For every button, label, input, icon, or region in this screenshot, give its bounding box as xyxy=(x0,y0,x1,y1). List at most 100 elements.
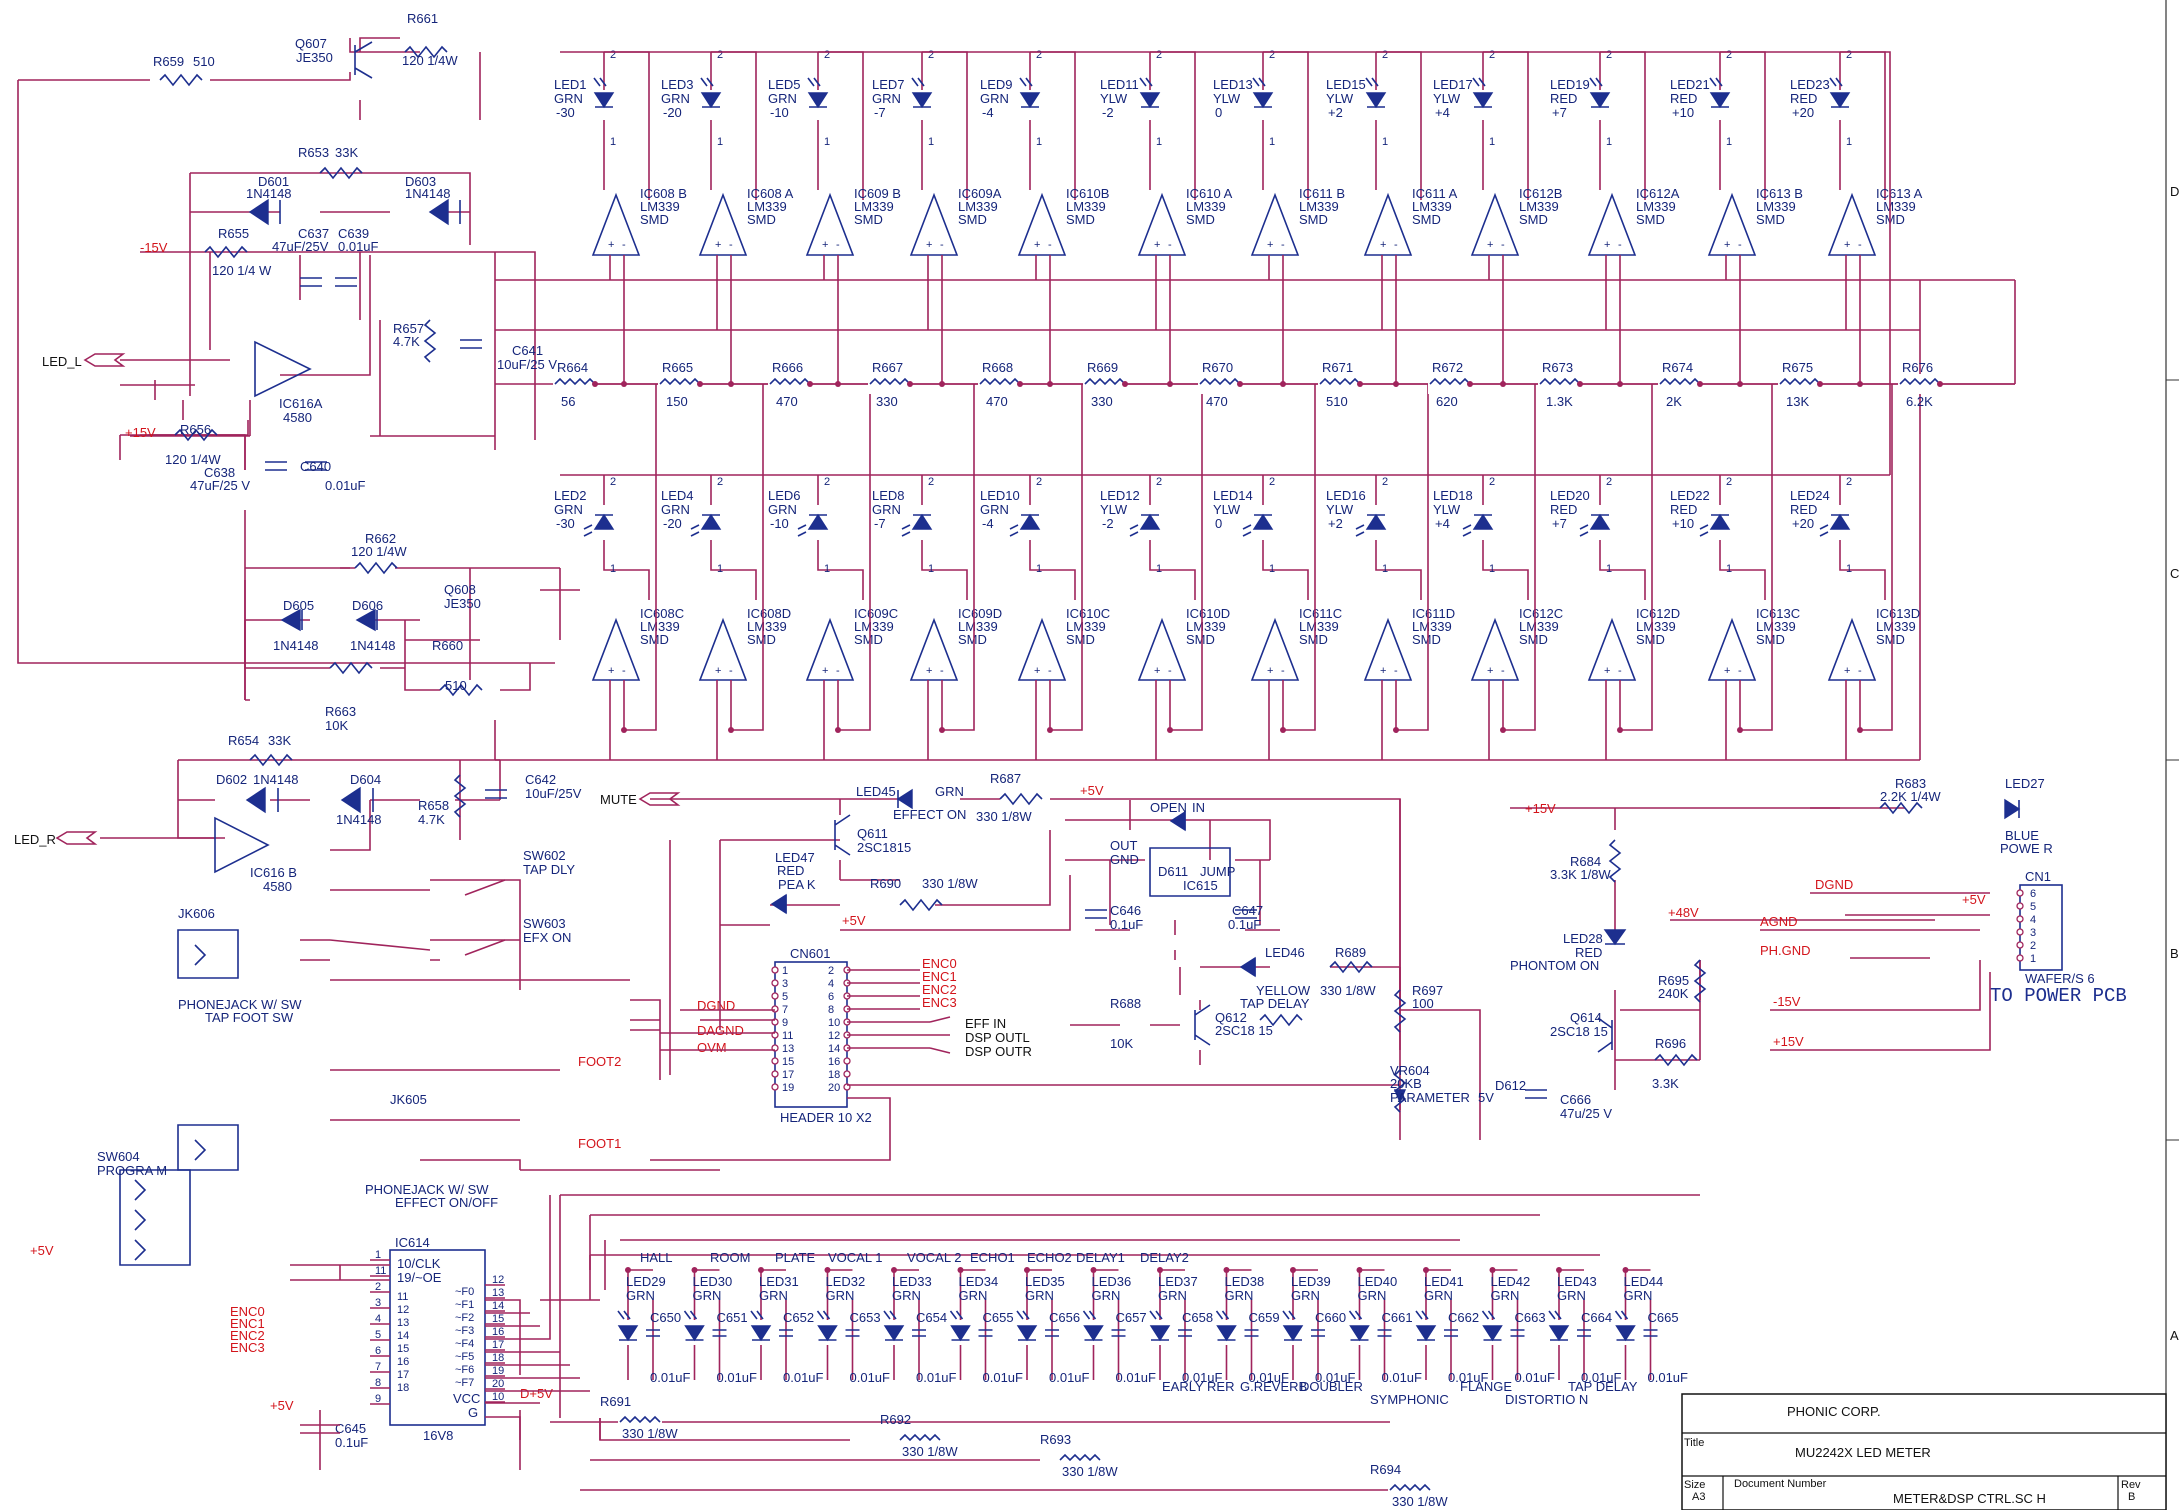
d606-value: 1N4148 xyxy=(350,638,396,653)
effect-top-1: ROOM xyxy=(710,1250,750,1265)
top-comp-leads-5 xyxy=(1155,255,1171,384)
top-comp-plus-1: + xyxy=(715,239,721,251)
dsp-led-name-14: LED43 xyxy=(1557,1274,1597,1289)
top-led-pin1-8: 1 xyxy=(1489,136,1495,148)
top-led-6-rays xyxy=(1252,77,1266,87)
bot-comp-7 xyxy=(1363,617,1413,681)
top-led-name-1: LED3 xyxy=(661,77,694,92)
bot-comp-name-9: IC612D xyxy=(1636,606,1680,621)
cn1-pin-dot-1 xyxy=(2016,902,2024,910)
cn1-pin-2: 4 xyxy=(2030,914,2036,926)
c640-value: 0.01uF xyxy=(325,478,366,493)
top-led-8 xyxy=(1472,92,1494,109)
bot-led-level-8: +4 xyxy=(1435,516,1450,531)
top-comp-minus-0: - xyxy=(622,239,626,251)
top-led-level-8: +4 xyxy=(1435,105,1450,120)
top-led-pin2-5: 2 xyxy=(1156,49,1162,61)
ic616a-label: IC616A xyxy=(279,396,323,411)
bot-comp-part-9: LM339 xyxy=(1636,619,1676,634)
bot-comp-pkg-5: SMD xyxy=(1186,632,1215,647)
top-led-color-9: RED xyxy=(1550,91,1577,106)
bot-led-pin1-11: 1 xyxy=(1846,563,1852,575)
top-comp-part-11: LM339 xyxy=(1876,199,1916,214)
dsp-cap-14 xyxy=(1577,1329,1591,1337)
bot-comp-plus-5: + xyxy=(1154,665,1160,677)
top-led-pin1-0: 1 xyxy=(610,136,616,148)
top-comp-name-11: IC613 A xyxy=(1876,186,1923,201)
dsp-cap-name-1: C651 xyxy=(717,1310,748,1325)
cn601-rpin-8: 18 xyxy=(828,1069,840,1081)
dsp-cap-value-5: 0.01uF xyxy=(983,1370,1024,1385)
ladder-value-9: 1.3K xyxy=(1546,394,1573,409)
docnum-label: Document Number xyxy=(1734,1478,1827,1490)
dsp-led-node-11 xyxy=(1356,1267,1363,1273)
top-comp-4 xyxy=(1017,192,1067,256)
bot-led-pin1-6: 1 xyxy=(1269,563,1275,575)
r660-value: 510 xyxy=(445,678,467,693)
led27-color: BLUE xyxy=(2005,828,2039,843)
dsp-led-5 xyxy=(950,1325,971,1342)
bot-comp-1 xyxy=(698,617,748,681)
effect-top-8: DELAY2 xyxy=(1140,1250,1189,1265)
dsp-led-name-15: LED44 xyxy=(1624,1274,1664,1289)
dsp-led-12-rays xyxy=(1415,1310,1429,1320)
dsp-cap-value-10: 0.01uF xyxy=(1315,1370,1356,1385)
top-led-pin1-5: 1 xyxy=(1156,136,1162,148)
dsp-led-1 xyxy=(684,1325,705,1342)
bot-comp-pkg-0: SMD xyxy=(640,632,669,647)
d601-name: D601 xyxy=(258,174,289,189)
top-comp-1 xyxy=(698,192,748,256)
led28-desc: PHONTOM ON xyxy=(1510,958,1599,973)
bot-led-wire-7 xyxy=(1375,475,1422,600)
bot-comp-plus-4: + xyxy=(1034,665,1040,677)
dsp-cap-name-2: C652 xyxy=(783,1310,814,1325)
bot-comp-minus-10: - xyxy=(1738,665,1742,677)
bot-comp-plus-0: + xyxy=(608,665,614,677)
bot-led-9 xyxy=(1589,513,1611,530)
r655-name: R655 xyxy=(218,226,249,241)
ic615-name: OUT xyxy=(1110,838,1138,853)
ladder-res-0 xyxy=(554,377,596,386)
d612-value: 5V xyxy=(1478,1090,1494,1105)
dsp-outl-label: DSP OUTL xyxy=(965,1030,1030,1045)
dsp-led-15-rays xyxy=(1614,1310,1629,1320)
top-led-name-11: LED23 xyxy=(1790,77,1830,92)
dsp-cap-1 xyxy=(712,1329,727,1337)
top-led-level-3: -7 xyxy=(874,105,886,120)
dsp-led-color-4: GRN xyxy=(892,1288,921,1303)
bot-comp-plus-3: + xyxy=(926,665,932,677)
top-comp-name-3: IC609A xyxy=(958,186,1002,201)
led45-name: LED45 xyxy=(856,784,896,799)
bot-led-pin1-4: 1 xyxy=(1036,563,1042,575)
vr604-name: VR604 xyxy=(1390,1063,1430,1078)
dsp-cap-value-2: 0.01uF xyxy=(783,1370,824,1385)
dsp-led-wire-4 xyxy=(893,1269,920,1380)
r657-name: R657 xyxy=(393,321,424,336)
top-comp-10 xyxy=(1707,192,1757,256)
dsp-cap-value-13: 0.01uF xyxy=(1515,1370,1556,1385)
bot-comp-leads-0 xyxy=(609,384,657,760)
bot-led-name-8: LED18 xyxy=(1433,488,1473,503)
minus15-label: -15V xyxy=(140,240,168,255)
top-led-wire-0 xyxy=(603,51,650,200)
bot-led-0-rays xyxy=(583,524,593,537)
bot-led-3-rays xyxy=(901,524,911,537)
dsp-cap-name-9: C659 xyxy=(1249,1310,1280,1325)
effect-bot-0: EARLY RER xyxy=(1162,1379,1235,1394)
ic614-out-5: ~F5 xyxy=(455,1351,474,1363)
c641-name: C641 xyxy=(512,343,543,358)
dsp-cap-name-5: C655 xyxy=(983,1310,1014,1325)
plus15-label: +15V xyxy=(125,425,156,440)
top-led-wire-6 xyxy=(1262,51,1309,200)
dsp-led-color-14: GRN xyxy=(1557,1288,1586,1303)
zone-mark-c: C xyxy=(2170,566,2179,581)
effect-bot-2: DOUBLER xyxy=(1300,1379,1363,1394)
ic614-rpin-4: 16 xyxy=(492,1326,504,1338)
bot-led-level-3: -7 xyxy=(874,516,886,531)
top-comp-part-0: LM339 xyxy=(640,199,680,214)
r653-name: R653 xyxy=(298,145,329,160)
ic614-rpin-9: 10 xyxy=(492,1391,504,1403)
bot-led-pin1-9: 1 xyxy=(1606,563,1612,575)
dsp-led-wire-8 xyxy=(1159,1269,1186,1380)
cn601-lpin-5: 11 xyxy=(782,1030,793,1042)
